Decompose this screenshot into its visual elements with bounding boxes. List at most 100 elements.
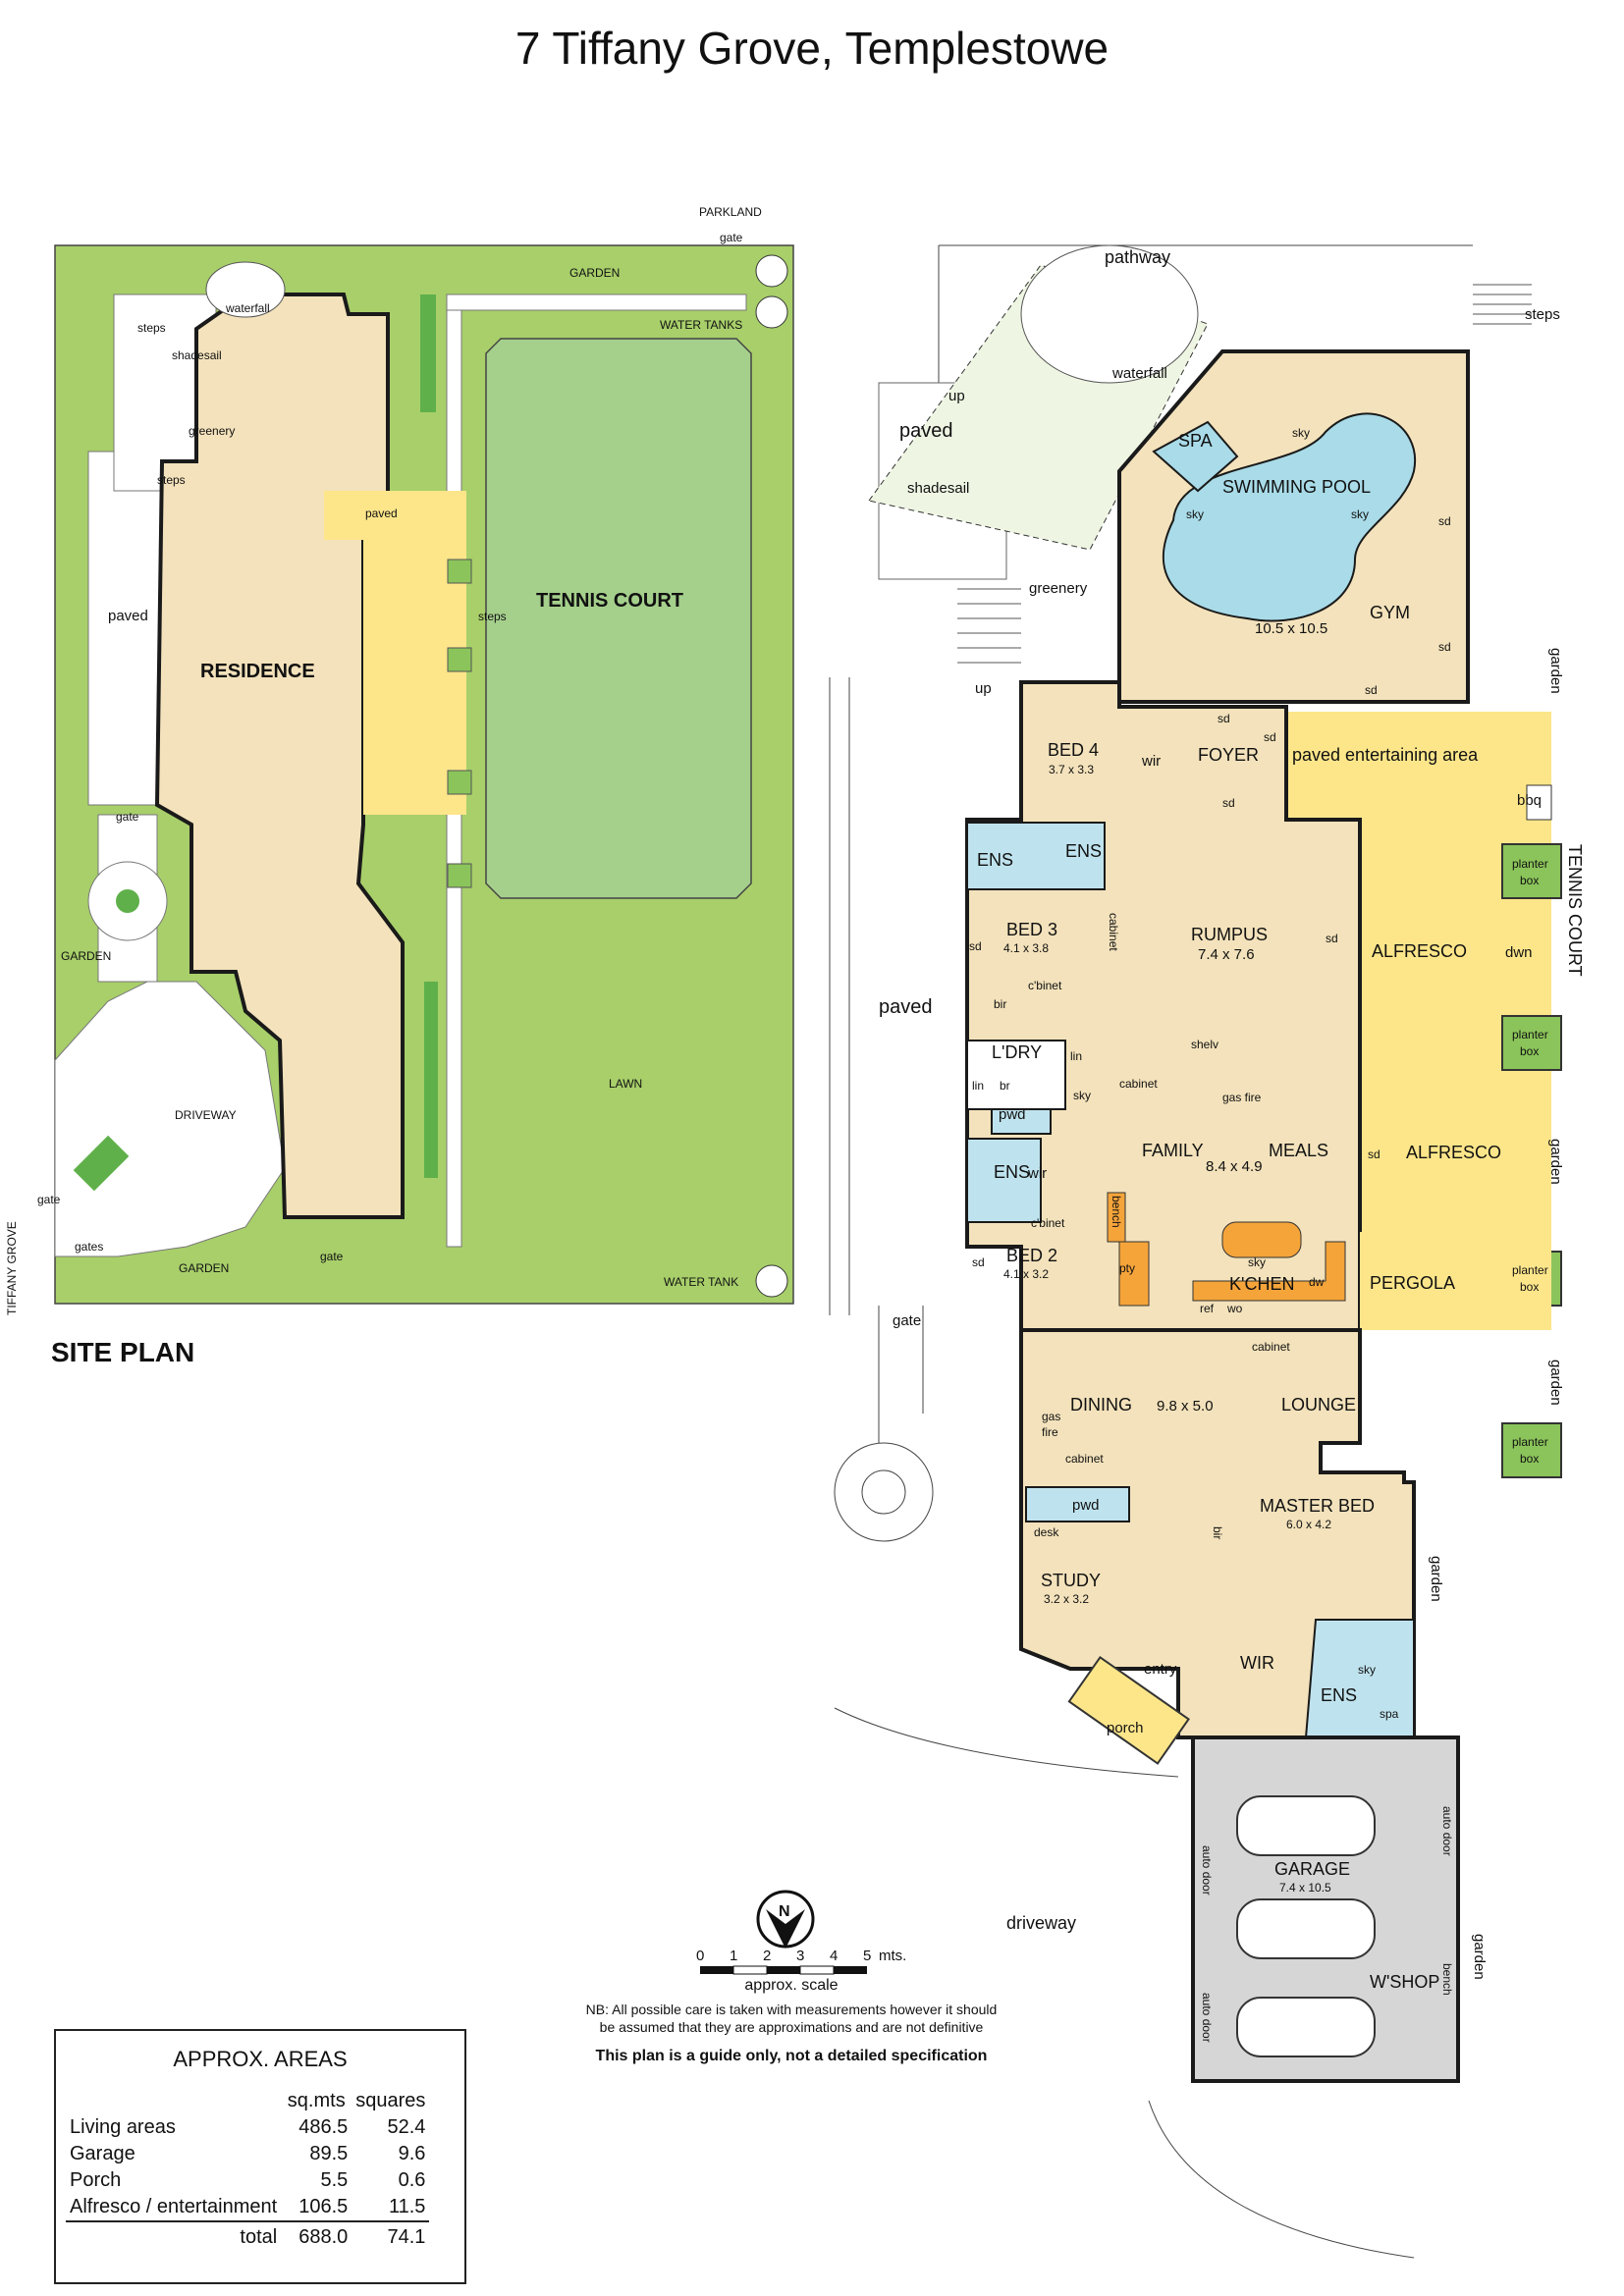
fp-sd-3: sd [1365,683,1378,697]
fp-cbinet-label-1: c'binet [1028,979,1062,992]
site-water-tank-1 [755,254,788,288]
areas-row: Porch 5.5 0.6 [66,2167,429,2194]
fp-cabinet-label-1: cabinet [1107,913,1120,951]
site-parkland-label: PARKLAND [699,205,762,219]
fp-shadesail-label: shadesail [907,480,969,497]
fp-pwd-upper [991,1108,1052,1135]
fp-pwd-label-1: pwd [999,1106,1026,1123]
fp-porch [1067,1655,1190,1765]
fp-tennis-court-label: TENNIS COURT [1565,844,1585,977]
fp-meals-label: MEALS [1269,1141,1328,1160]
fp-pty-label: pty [1119,1261,1135,1275]
areas-total-squares: 74.1 [352,2220,430,2251]
fp-dining-label: DINING [1070,1395,1132,1415]
areas-row-label: Living areas [70,2116,176,2138]
fp-pwd-label-2: pwd [1072,1497,1100,1514]
fp-ens-label-3: ENS [994,1162,1030,1182]
site-shadesail-label: shadesail [172,348,222,362]
areas-row-squares: 52.4 [387,2116,426,2138]
fp-shelv-label: shelv [1191,1038,1218,1051]
page-title: 7 Tiffany Grove, Templestowe [514,23,1110,74]
fp-bench-label: bench [1110,1196,1123,1228]
fp-sky-label-4: sky [1073,1089,1091,1102]
fp-swimming-pool [1162,412,1417,622]
fp-ens-label-1: ENS [977,850,1013,870]
site-garden-label-left: GARDEN [61,949,111,963]
site-steps-label-3: steps [478,610,507,623]
site-tile [447,647,472,672]
fp-pergola [1360,1232,1551,1330]
fp-ldry [966,1040,1066,1110]
scale-tick-3: 3 [796,1948,804,1964]
areas-row-label: Porch [70,2169,122,2191]
fp-study-label: STUDY [1041,1571,1101,1590]
north-compass: N [756,1890,815,1949]
fp-entry-label: entry [1144,1661,1177,1678]
fp-cbinet-label-2: c'binet [1031,1216,1065,1230]
scale-unit: mts. [879,1948,906,1964]
fp-lin-label-2: lin [972,1079,984,1093]
areas-row-label: Alfresco / entertainment [70,2196,278,2217]
fp-paved-ent-label: paved entertaining area [1292,745,1479,765]
areas-row: Garage 89.5 9.6 [66,2141,429,2167]
fp-rumpus-dim: 7.4 x 7.6 [1198,946,1255,963]
floor-plan: pathway steps up paved shadesail waterfa… [829,244,1585,2259]
fp-pwd-lower [1025,1486,1130,1522]
fp-sd-8: sd [1368,1148,1380,1161]
site-gate-label-top: gate [720,231,743,244]
fp-bbq [1526,784,1552,821]
areas-header-row: sq.mts squares [66,2088,429,2114]
fp-alfresco-label-1: ALFRESCO [1372,941,1467,961]
fp-bir-label-2: bir [1211,1526,1224,1539]
fp-planter-text-1a: planter [1512,857,1548,871]
fp-driveway-curve [834,1707,1415,2259]
fp-kitchen-label: K'CHEN [1229,1274,1294,1294]
fp-family-label: FAMILY [1142,1141,1204,1160]
site-waterfall-label: waterfall [225,301,270,315]
fp-pool-label: SWIMMING POOL [1222,477,1371,497]
scale-tick-0: 0 [696,1948,704,1964]
fp-wir-upper-label: WIR [1240,1653,1274,1673]
site-paved-yellow-2 [363,540,466,815]
fp-garden-label-2: garden [1547,1139,1564,1185]
fp-gym-label: GYM [1370,603,1410,622]
areas-row-sqm: 106.5 [298,2196,349,2217]
areas-row-squares: 11.5 [388,2196,426,2217]
fp-dwn-label: dwn [1505,944,1533,961]
fp-rumpus-label: RUMPUS [1191,925,1268,944]
fp-gate-label: gate [893,1312,921,1329]
fp-waterfall [1020,244,1199,384]
fp-sd-2: sd [1438,640,1451,654]
disclaimer: NB: All possible care is taken with meas… [585,2002,998,2035]
site-plan-heading: SITE PLAN [51,1337,195,1367]
fp-porch-label: porch [1107,1720,1144,1736]
fp-spa-label: SPA [1178,431,1213,451]
areas-table: sq.mts squares Living areas 486.5 52.4 G… [66,2088,430,2251]
fp-garden-label-3: garden [1547,1360,1564,1406]
fp-bbq-label: bbq [1517,792,1542,809]
fp-pool-dim: 10.5 x 10.5 [1255,620,1327,637]
fp-planter-text-2b: box [1520,1044,1539,1058]
fp-planter-text-3b: box [1520,1280,1539,1294]
fp-sd-9: sd [969,939,982,953]
fp-cabinet-label-4: cabinet [1065,1452,1104,1466]
fp-wir-label-2: wir [1027,1165,1047,1182]
fp-roundabout-inner [861,1469,906,1515]
site-residence-label: RESIDENCE [200,661,315,682]
fp-bed3-label: BED 3 [1006,920,1057,939]
fp-garden-label-1: garden [1547,648,1564,694]
areas-total-label: total [66,2220,282,2251]
guide-note: This plan is a guide only, not a detaile… [595,2048,988,2064]
areas-col-sqm: sq.mts [287,2090,346,2111]
fp-ens-master [1304,1619,1415,1738]
site-garden-label-top: GARDEN [569,266,620,280]
site-garden-label-bottom: GARDEN [179,1261,229,1275]
site-greenery-label: greenery [189,424,235,438]
fp-pathway-label: pathway [1105,247,1170,267]
site-tile [447,863,472,888]
areas-row-sqm: 5.5 [320,2169,349,2191]
areas-row-squares: 9.6 [398,2143,426,2164]
site-gates-label: gates [75,1240,103,1254]
scale-tick-1: 1 [730,1948,737,1964]
fp-study-dim: 3.2 x 3.2 [1044,1592,1089,1606]
